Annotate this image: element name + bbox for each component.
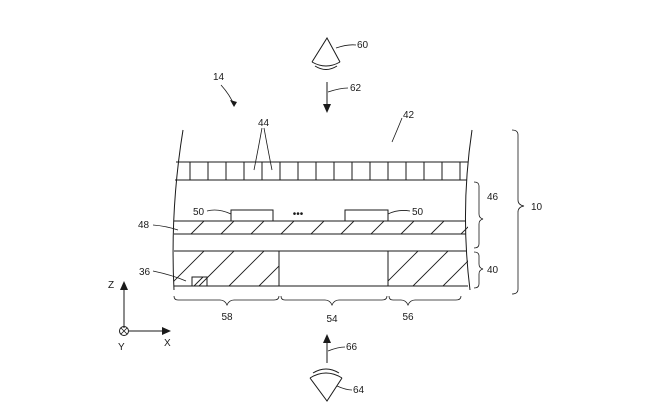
- leader-lines: [152, 84, 411, 282]
- hatch-line: [370, 221, 385, 234]
- eye-bottom-cone: [309, 377, 343, 402]
- component-50-right: [344, 209, 389, 222]
- label-46: 46: [487, 192, 499, 203]
- hatch-line: [430, 221, 445, 234]
- hatch-line: [400, 221, 415, 234]
- brace-56: [388, 295, 462, 307]
- leader-62: [327, 87, 349, 93]
- leader-50-left: [206, 209, 232, 215]
- label-40: 40: [487, 265, 499, 276]
- hatch-line: [289, 251, 324, 286]
- arrow-62-head: [323, 104, 331, 113]
- hatch-line: [280, 221, 295, 234]
- axis-label-y: Y: [118, 342, 125, 353]
- eye-top-lens: [311, 61, 341, 67]
- label-56: 56: [402, 312, 414, 323]
- brace-54: [280, 295, 388, 307]
- hatch-line: [442, 260, 468, 286]
- hatch-line: [198, 251, 235, 286]
- label-48: 48: [138, 220, 150, 231]
- arrow-bottom: [323, 334, 346, 363]
- eye-bottom-lens: [309, 372, 343, 379]
- leader-60: [335, 44, 357, 49]
- leader-50-right: [387, 210, 411, 215]
- eye-top-lens-inner: [314, 65, 338, 70]
- brace-40: [473, 251, 484, 289]
- brace-10: [511, 129, 525, 295]
- ellipsis: •••: [293, 209, 304, 220]
- component-36: [191, 276, 208, 287]
- reference-labels: 14 10 42 44 46 48 50 50 40 36 58 54 56 6…: [108, 40, 543, 396]
- label-64: 64: [353, 385, 365, 396]
- layer-stack: [172, 129, 473, 291]
- brace-46: [473, 181, 484, 249]
- brace-58: [173, 295, 280, 307]
- stack-right-edge: [464, 129, 473, 291]
- eye-bottom-lens-inner: [312, 368, 340, 374]
- leader-36: [152, 270, 187, 282]
- y-axis-symbol: [119, 326, 129, 336]
- eye-top-cone: [311, 37, 341, 63]
- component-36-hatch: [193, 276, 204, 287]
- hatch-line: [460, 226, 468, 234]
- label-42: 42: [403, 110, 415, 121]
- x-axis-arrowhead: [162, 327, 171, 335]
- hatched-region-56: [388, 251, 468, 286]
- axes-indicator: [119, 281, 171, 336]
- viewer-top: [311, 37, 357, 70]
- label-14: 14: [213, 72, 225, 83]
- label-58: 58: [221, 312, 233, 323]
- hatch-line: [174, 251, 205, 282]
- axis-label-x: X: [164, 338, 171, 349]
- label-36: 36: [139, 267, 151, 278]
- hatch-line: [258, 265, 279, 286]
- pixel-row-44: [189, 162, 461, 180]
- hatched-layer-48: [174, 221, 468, 234]
- hatch-line: [190, 221, 205, 234]
- arrow-top: [323, 82, 349, 113]
- side-braces: [473, 129, 525, 295]
- viewer-bottom: [309, 368, 353, 402]
- label-44: 44: [258, 118, 270, 129]
- leader-44b: [263, 127, 273, 171]
- label-54: 54: [326, 314, 338, 325]
- leader-64: [336, 385, 353, 391]
- leader-14-arrowhead: [230, 100, 237, 107]
- label-10: 10: [531, 202, 543, 213]
- region-braces: [173, 295, 462, 307]
- hatch-line: [310, 221, 325, 234]
- component-50-left: [230, 209, 274, 222]
- leader-42: [391, 117, 403, 143]
- hatch-line: [340, 221, 355, 234]
- hatch-line: [228, 251, 265, 286]
- hatch-line: [250, 221, 265, 234]
- z-axis-arrowhead: [120, 281, 128, 290]
- leader-66: [327, 346, 346, 352]
- leader-44a: [253, 127, 263, 171]
- hatch-line: [388, 251, 419, 282]
- label-50-left: 50: [193, 207, 205, 218]
- arrow-66-head: [323, 334, 331, 343]
- axis-label-z: Z: [108, 280, 114, 291]
- hatch-line: [388, 251, 389, 252]
- hatch-line: [412, 251, 449, 286]
- y-axis-cross-b: [120, 327, 128, 335]
- hatched-region-58: [174, 251, 324, 286]
- leader-48: [152, 224, 179, 231]
- label-50-right: 50: [412, 207, 424, 218]
- label-60: 60: [357, 40, 369, 51]
- label-62: 62: [350, 83, 362, 94]
- stack-left-edge: [172, 129, 184, 291]
- hatch-line: [220, 221, 235, 234]
- label-66: 66: [346, 342, 358, 353]
